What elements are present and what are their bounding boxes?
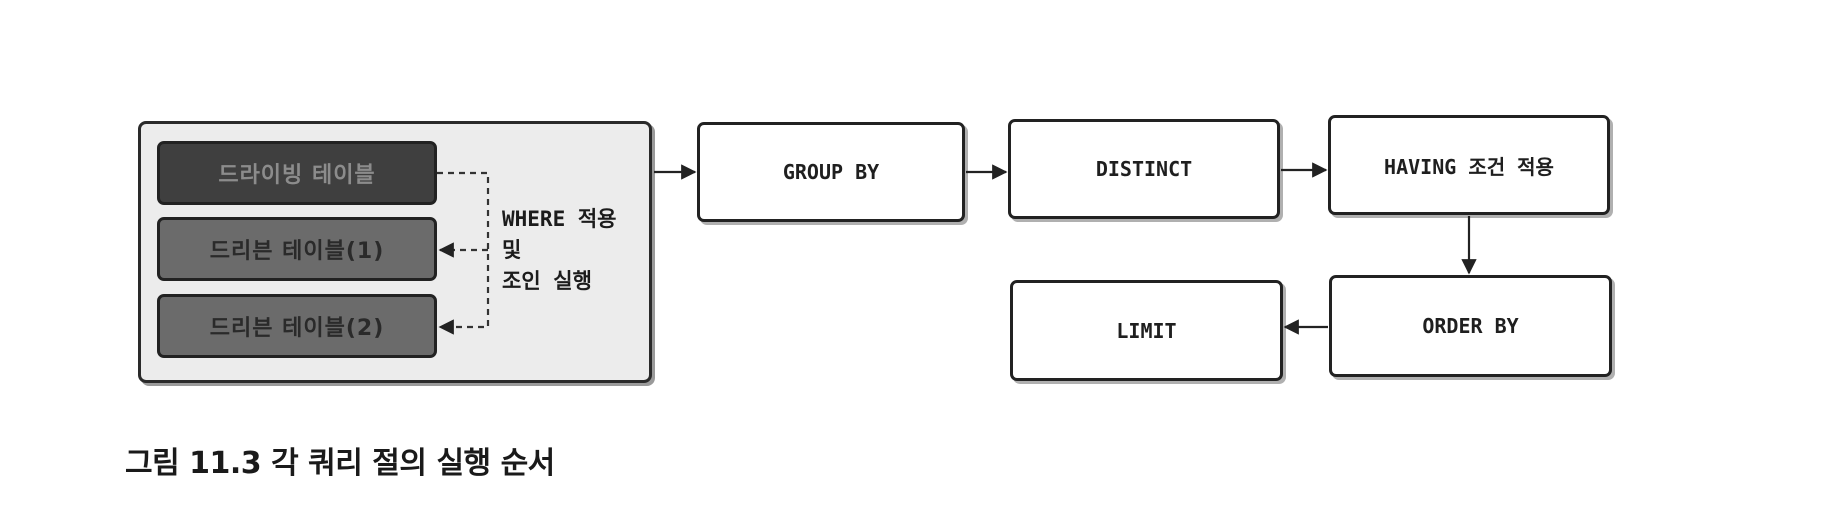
where-label-line-1: WHERE 적용 <box>502 207 617 231</box>
where-label-line-2: 및 <box>502 238 522 262</box>
driven-table-2-box: 드리븐 테이블(2) <box>157 294 437 358</box>
driving-table-box: 드라이빙 테이블 <box>157 141 437 205</box>
figure-caption: 그림 11.3 각 쿼리 절의 실행 순서 <box>125 446 555 481</box>
distinct-step: DISTINCT <box>1008 119 1280 219</box>
order-by-step: ORDER BY <box>1329 275 1612 377</box>
having-step: HAVING 조건 적용 <box>1328 115 1610 215</box>
limit-step: LIMIT <box>1010 280 1283 381</box>
where-join-label: WHERE 적용 및 조인 실행 <box>502 204 617 297</box>
where-label-line-3: 조인 실행 <box>502 269 592 293</box>
driven-table-1-box: 드리븐 테이블(1) <box>157 217 437 281</box>
group-by-step: GROUP BY <box>697 122 965 222</box>
